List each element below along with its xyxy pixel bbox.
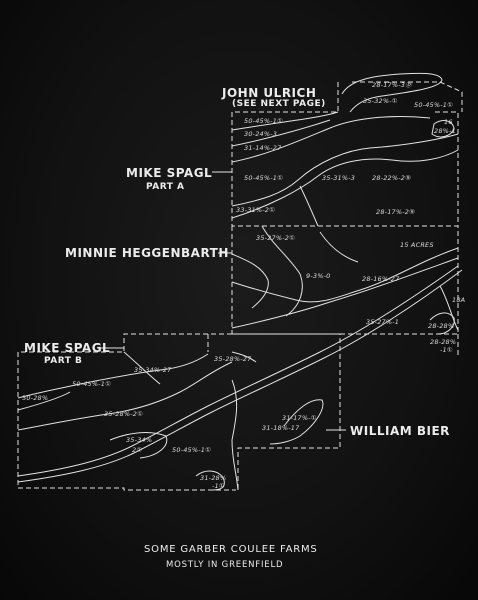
soil-label: 35-27%-2① (256, 234, 296, 242)
owner-john-ulrich-note: (SEE NEXT PAGE) (232, 99, 326, 109)
soil-label: 2① (132, 446, 143, 454)
soil-label: 28-28% (428, 322, 455, 330)
soil-label: -1① (212, 482, 225, 490)
soil-label: 28-28% (430, 338, 457, 346)
soil-label: 28-16%-27 (362, 275, 400, 283)
soil-label: 50-45%-1① (244, 174, 284, 182)
soil-label: 50-45%-1① (414, 101, 454, 109)
owner-william-bier: WILLIAM BIER (350, 424, 450, 438)
owner-part-a: PART A (146, 182, 185, 192)
soil-label: 16 (444, 118, 453, 126)
soil-label: 30-24%-3 (244, 130, 278, 138)
soil-label: 50-45%-1① (72, 380, 112, 388)
ulrich-boundary (352, 81, 463, 112)
owner-minnie-heggenbarth: MINNIE HEGGENBARTH (65, 246, 229, 260)
soil-label: 50-28% (22, 394, 49, 402)
owner-mike-spagl-b: MIKE SPAGL (24, 341, 111, 355)
soil-label: 35-28%-2① (104, 410, 144, 418)
bier-boundary (232, 333, 341, 491)
soil-label: 31-14%-27 (244, 144, 282, 152)
soil-label: 9-3%-0 (306, 272, 331, 280)
owner-mike-spagl-a: MIKE SPAGL (126, 166, 213, 180)
soil-label: 31-28% (200, 474, 227, 482)
caption-subtitle: MOSTLY IN GREENFIELD (166, 560, 284, 570)
soil-label: 33-31%-2① (236, 206, 276, 214)
caption-title: SOME GARBER COULEE FARMS (144, 544, 318, 555)
property-boundaries (17, 81, 463, 491)
soil-label: 50-45%-1① (244, 117, 284, 125)
soil-label: 35-34% (126, 436, 153, 444)
soil-label: 18A (452, 296, 466, 304)
soil-label: -1① (440, 346, 453, 354)
spagl-b-boundary (17, 333, 232, 491)
soil-label: 35-34%-27 (134, 366, 172, 374)
owner-john-ulrich: JOHN ULRICH (222, 86, 317, 100)
soil-label: 28-22%-2⑨ (372, 174, 412, 182)
minnie-boundary (231, 226, 459, 335)
soil-label: 50-45%-1① (172, 446, 212, 454)
soil-label: 35-27%-1 (366, 318, 400, 326)
soil-label: 28-17%-2⑨ (376, 208, 416, 216)
soil-label: 35-28%-27 (214, 355, 252, 363)
owner-part-b: PART B (44, 356, 83, 366)
soil-label: 28%-1 (434, 127, 456, 135)
soil-label: 28-17%-3Ⓓ (372, 81, 412, 89)
leader-lines (98, 171, 346, 431)
soil-boundaries (17, 72, 463, 491)
soil-label: 35-31%-3 (322, 174, 356, 182)
soil-label: 35-32%-① (363, 97, 398, 105)
soil-label: 31-17%-① (282, 414, 317, 422)
soil-label: 31-18%-17 (262, 424, 300, 432)
soil-label: 15 ACRES (400, 241, 434, 249)
